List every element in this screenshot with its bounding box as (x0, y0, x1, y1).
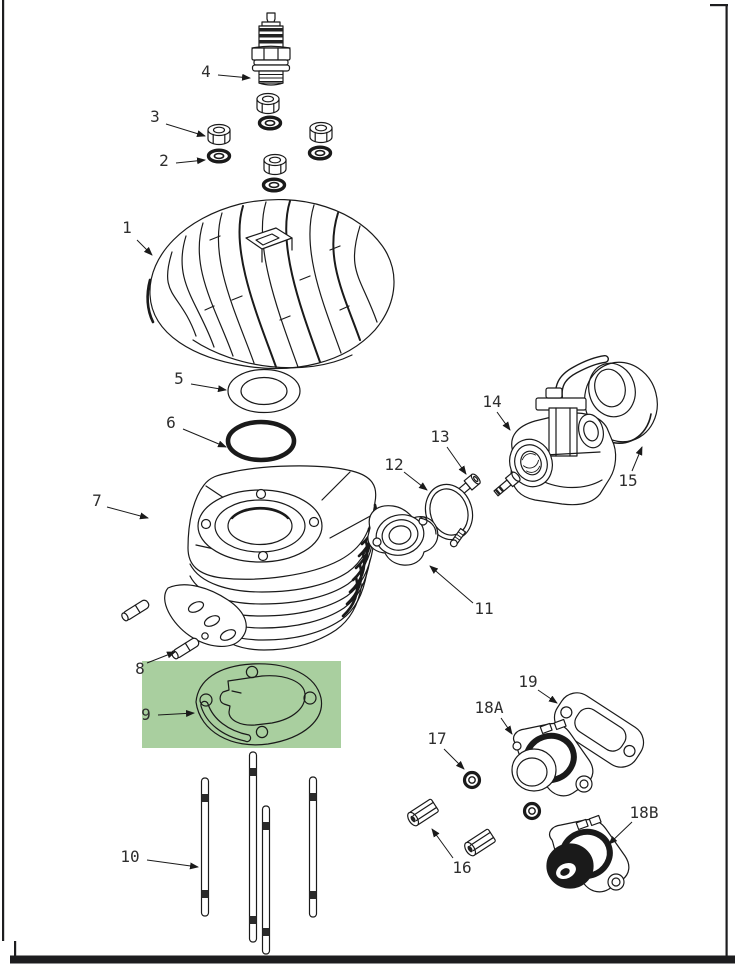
callout-label: 7 (92, 491, 102, 510)
leader-line (631, 446, 643, 472)
callout-label: 16 (452, 858, 471, 877)
exhaust-gasket-drawing (553, 692, 645, 768)
callout-3: 3 (150, 107, 206, 137)
exhaust-flange-b-drawing (546, 814, 630, 893)
leader-line (190, 383, 227, 393)
callout-label: 10 (120, 847, 139, 866)
callout-label: 4 (201, 62, 211, 81)
callout-label: 6 (166, 413, 176, 432)
intake-manifold-drawing (367, 505, 439, 566)
head-gasket-drawing (227, 368, 301, 414)
callout-18A: 18A (475, 698, 513, 735)
leader-line (608, 821, 633, 845)
callouts: 1 2 3 4 5 6 7 8 (92, 62, 658, 877)
callout-13: 13 (430, 427, 467, 475)
leader-line (146, 859, 199, 870)
callout-9: 9 (141, 705, 195, 724)
carburetor-drawing (493, 355, 617, 506)
callout-label: 17 (427, 729, 446, 748)
callout-label: 11 (474, 599, 493, 618)
callout-1: 1 (122, 218, 153, 256)
callout-6: 6 (166, 413, 227, 448)
leader-line (175, 157, 206, 165)
callout-label: 3 (150, 107, 160, 126)
leader-line (217, 73, 251, 81)
callout-17: 17 (427, 729, 465, 770)
callout-label: 18A (475, 698, 504, 717)
leader-line (106, 506, 149, 520)
callout-7: 7 (92, 491, 149, 520)
callout-15: 15 (618, 446, 643, 490)
callout-4: 4 (201, 62, 251, 81)
callout-label: 1 (122, 218, 132, 237)
leader-line (403, 471, 428, 491)
callout-14: 14 (482, 392, 511, 431)
leader-line (537, 689, 558, 704)
cylinder-head-drawing (146, 198, 395, 370)
callout-label: 15 (618, 471, 637, 490)
leader-line (496, 411, 511, 431)
leader-line (446, 446, 467, 475)
callout-label: 14 (482, 392, 501, 411)
leader-line (182, 428, 227, 448)
spark-plug-drawing (251, 12, 291, 86)
cylinder-drawing (164, 465, 378, 651)
callout-10: 10 (120, 847, 199, 870)
callout-11: 11 (429, 565, 494, 618)
leader-line (146, 651, 176, 664)
callout-label: 8 (135, 659, 145, 678)
callout-label: 12 (384, 455, 403, 474)
o-ring-drawing (225, 419, 297, 463)
leader-line (136, 239, 153, 256)
leader-line (431, 828, 454, 859)
callout-12: 12 (384, 455, 428, 491)
leader-line (157, 709, 195, 717)
callout-8: 8 (135, 651, 176, 678)
callout-16: 16 (431, 828, 472, 877)
leader-line (165, 123, 206, 137)
spacer-drawing (404, 798, 497, 859)
callout-label: 2 (159, 151, 169, 170)
callout-label: 19 (518, 672, 537, 691)
stud-drawing (200, 751, 318, 955)
callout-label: 13 (430, 427, 449, 446)
leader-line (500, 717, 513, 735)
highlighted-part-region[interactable] (142, 661, 341, 748)
callout-5: 5 (174, 369, 227, 393)
callout-label: 9 (141, 705, 151, 724)
callout-2: 2 (159, 151, 206, 170)
callout-label: 5 (174, 369, 184, 388)
callout-18B: 18B (608, 803, 659, 845)
nut-drawing (207, 92, 333, 176)
exhaust-flange-a-drawing (511, 718, 594, 797)
leader-line (429, 565, 474, 604)
leader-line (443, 748, 465, 770)
base-gasket-drawing[interactable] (195, 663, 323, 746)
callout-label: 18B (630, 803, 659, 822)
callout-19: 19 (518, 672, 558, 704)
